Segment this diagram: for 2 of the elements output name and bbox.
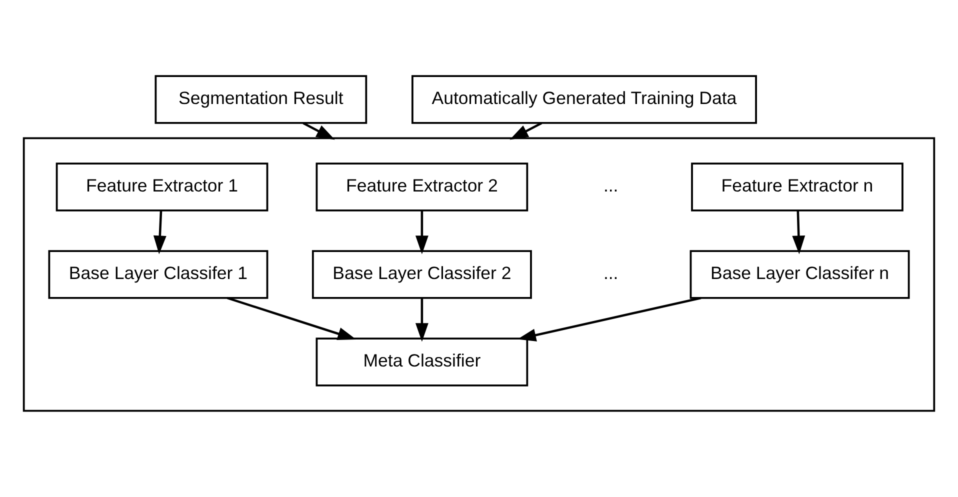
label: ... [603, 263, 618, 284]
label: ... [603, 176, 618, 196]
